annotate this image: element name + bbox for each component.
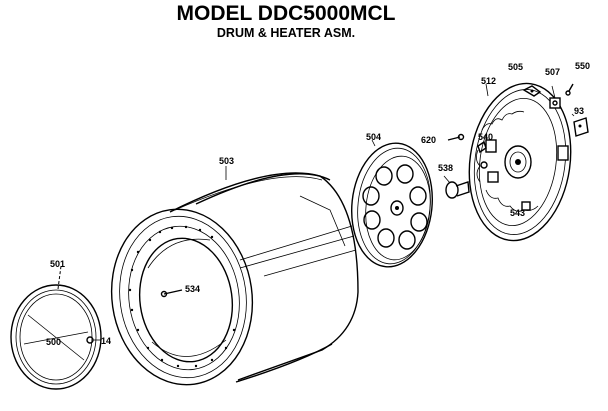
part-505-bracket (522, 85, 542, 97)
callout-503: 503 (219, 156, 234, 166)
callout-500: 500 (46, 337, 61, 347)
callout-501: 501 (50, 259, 65, 269)
part-503-drum (110, 166, 359, 386)
callout-538: 538 (438, 163, 453, 173)
part-620-screw (447, 133, 465, 141)
part-543-fuse (521, 201, 531, 211)
callout-504: 504 (366, 132, 381, 142)
part-507-thermostat (549, 85, 561, 109)
callout-540: 540 (478, 132, 493, 142)
drum-rim-rivets (128, 225, 236, 368)
part-504-rear-bulkhead (350, 139, 434, 268)
part-538-bearing (443, 175, 470, 199)
part-512-heater-housing (468, 82, 572, 242)
part-14-clip (86, 336, 101, 344)
callout-93: 93 (574, 106, 584, 116)
diagram-subtitle: DRUM & HEATER ASM. (217, 26, 355, 40)
part-534-screw (160, 289, 183, 298)
callout-505: 505 (508, 62, 523, 72)
part-550-screw (565, 83, 574, 96)
callout-543: 543 (510, 208, 525, 218)
callout-534: 534 (185, 284, 200, 294)
callout-550: 550 (575, 61, 590, 71)
callout-14: 14 (101, 336, 111, 346)
part-501-front-ring (10, 265, 102, 390)
callout-507: 507 (545, 67, 560, 77)
callout-512: 512 (481, 76, 496, 86)
part-540-sensor (477, 140, 487, 154)
part-93-terminal-block (571, 113, 589, 137)
callout-620: 620 (421, 135, 436, 145)
bulkhead-vent-holes (362, 164, 428, 250)
diagram-title: MODEL DDC5000MCL (177, 2, 396, 25)
